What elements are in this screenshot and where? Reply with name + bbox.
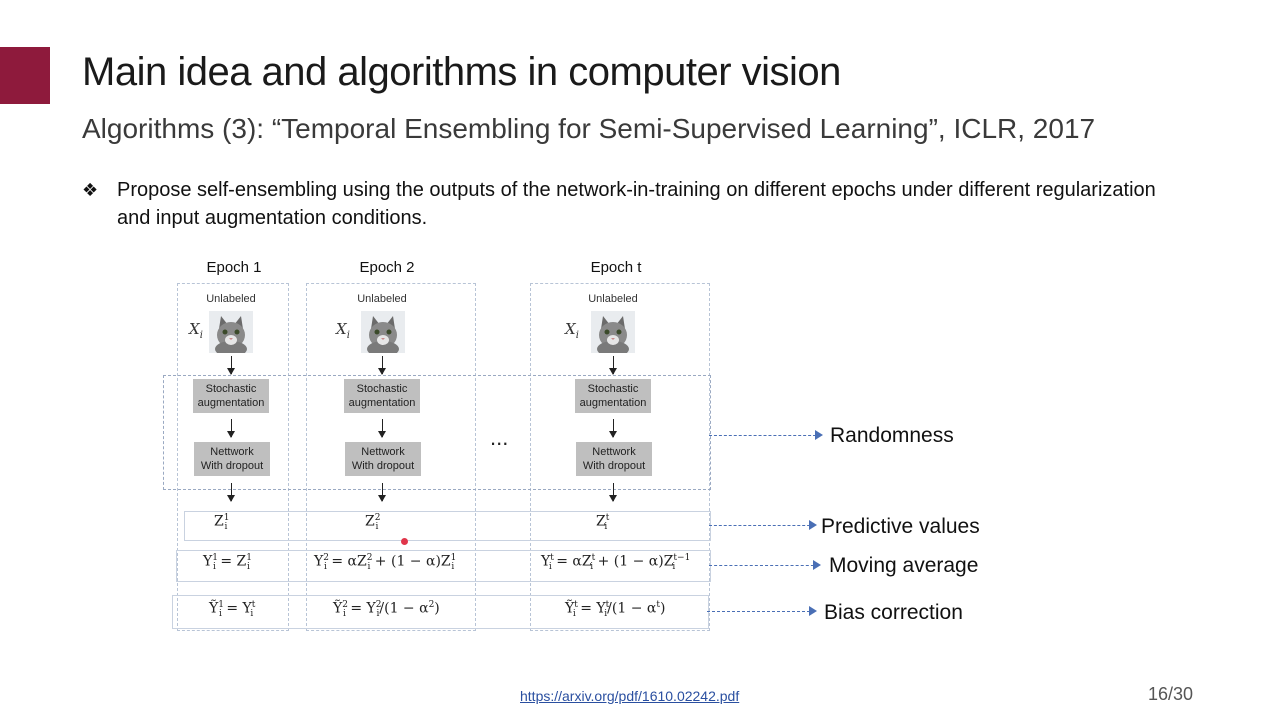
bullet-text: Propose self-ensembling using the output… — [117, 179, 1156, 229]
z-value-1: Z1i — [214, 513, 230, 533]
more-epochs-ellipsis: ... — [490, 425, 509, 450]
moving-average-formula-2: Y2i = αZ2i + (1 − α)Z1i — [314, 553, 457, 573]
bias-correction-label: Bias correction — [824, 601, 963, 624]
arrow-down-icon — [378, 356, 386, 375]
unlabeled-label-1: Unlabeled — [206, 293, 256, 305]
moving-average-label: Moving average — [829, 554, 979, 577]
predictive-arrow-icon — [709, 520, 817, 530]
epoch-1-column — [177, 283, 289, 631]
arrow-down-icon — [609, 419, 617, 438]
bias-correction-row — [172, 595, 709, 629]
predictive-values-label: Predictive values — [821, 515, 980, 538]
input-x-2: Xi — [336, 320, 350, 341]
moving-average-formula-1: Y1i = Z1i — [203, 553, 252, 573]
unlabeled-label-t: Unlabeled — [588, 293, 638, 305]
arrow-down-icon — [609, 483, 617, 502]
arrow-down-icon — [378, 419, 386, 438]
arrow-down-icon — [609, 356, 617, 375]
randomness-band — [163, 375, 711, 490]
cat-image-icon — [209, 311, 253, 353]
epoch-t-label: Epoch t — [590, 259, 642, 276]
moving-average-formula-t: Yti = αZti + (1 − α)Zt−1i — [541, 553, 691, 573]
bias-correction-formula-1: Ỹ1i = Yti — [209, 600, 256, 620]
slide-title: Main idea and algorithms in computer vis… — [82, 50, 841, 94]
epoch-1-label: Epoch 1 — [206, 259, 262, 276]
page-number: 16/30 — [1148, 684, 1194, 704]
epoch-t-column — [530, 283, 710, 631]
randomness-arrow-icon — [709, 430, 823, 440]
arrow-down-icon — [378, 483, 386, 502]
predictive-values-row — [184, 511, 711, 541]
moving-average-row — [176, 550, 711, 582]
bias-correction-formula-2: Ỹ2i = Y2i/(1 − α2) — [333, 600, 440, 620]
bias-correction-formula-t: Ỹti = Yti/(1 − αt) — [565, 600, 666, 620]
epoch-2-column — [306, 283, 476, 631]
bias-correction-arrow-icon — [707, 606, 817, 616]
diamond-bullet-icon: ❖ — [82, 180, 99, 200]
epoch-2-label: Epoch 2 — [359, 259, 415, 276]
arrow-down-icon — [227, 356, 235, 375]
moving-average-arrow-icon — [709, 560, 821, 570]
slide-accent-bar — [0, 47, 50, 104]
cat-image-icon — [591, 311, 635, 353]
z-value-t: Zti — [596, 513, 610, 533]
slide-subtitle: Algorithms (3): “Temporal Ensembling for… — [82, 113, 1096, 144]
arrow-down-icon — [227, 483, 235, 502]
paper-link[interactable]: https://arxiv.org/pdf/1610.02242.pdf — [520, 688, 740, 704]
z-value-2: Z2i — [365, 513, 381, 533]
input-x-t: Xi — [565, 320, 579, 341]
arrow-down-icon — [227, 419, 235, 438]
randomness-label: Randomness — [830, 424, 954, 447]
laser-pointer-dot — [401, 538, 408, 545]
input-x-1: Xi — [189, 320, 203, 341]
cat-image-icon — [361, 311, 405, 353]
unlabeled-label-2: Unlabeled — [357, 293, 407, 305]
